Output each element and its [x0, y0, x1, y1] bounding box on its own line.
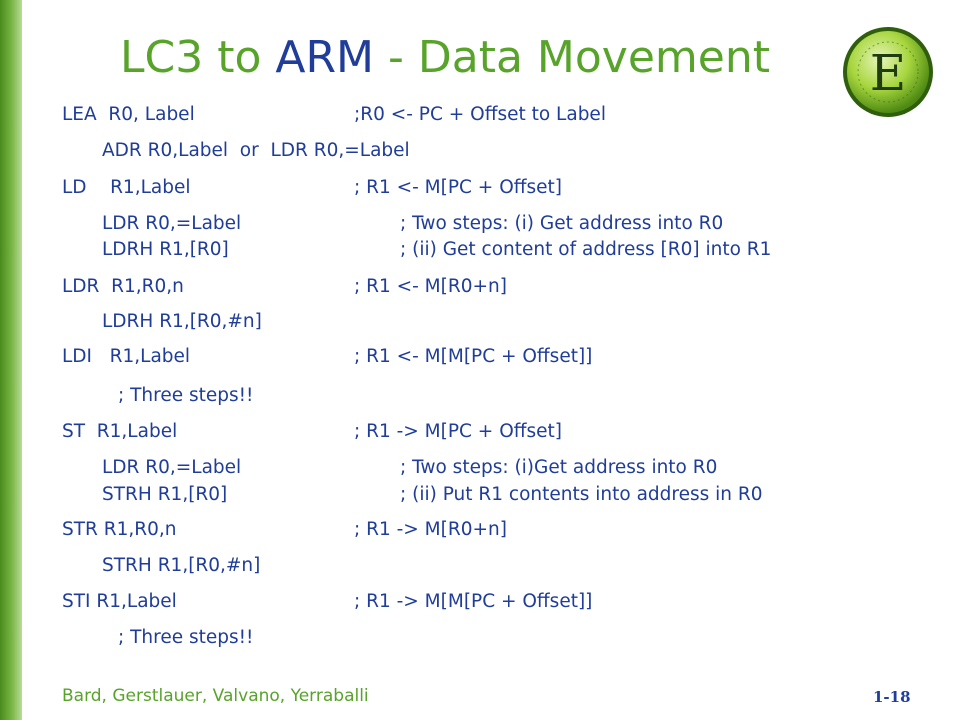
- code-line-st: ST R1,Label: [62, 421, 178, 442]
- comment-line-ldr-label-2: ; Two steps: (i)Get address into R0: [400, 457, 718, 478]
- note-three-steps-1: ; Three steps!!: [118, 385, 254, 406]
- texas-e-logo-icon: E: [843, 27, 933, 117]
- left-accent-bar: [0, 0, 22, 720]
- slide-title: LC3 to ARM - Data Movement: [120, 32, 770, 83]
- title-suffix: - Data Movement: [374, 32, 770, 83]
- comment-line-ldi: ; R1 <- M[M[PC + Offset]]: [354, 346, 593, 367]
- code-line-lea: LEA R0, Label: [62, 104, 195, 125]
- code-line-ldi: LDI R1,Label: [62, 346, 191, 367]
- comment-line-st: ; R1 -> M[PC + Offset]: [354, 421, 562, 442]
- code-line-ldrh-offset: LDRH R1,[R0,#n]: [102, 311, 262, 332]
- code-line-adr: ADR R0,Label or LDR R0,=Label: [102, 140, 410, 161]
- code-line-ldr-label-1: LDR R0,=Label: [102, 213, 242, 234]
- logo-letter: E: [870, 44, 907, 102]
- code-line-ldr-label-2: LDR R0,=Label: [102, 457, 242, 478]
- comment-line-lea: ;R0 <- PC + Offset to Label: [354, 104, 606, 125]
- comment-line-strh-r0: ; (ii) Put R1 contents into address in R…: [400, 484, 763, 505]
- footer-authors: Bard, Gerstlauer, Valvano, Yerraballi: [62, 686, 369, 706]
- comment-line-ldr-r0-n: ; R1 <- M[R0+n]: [354, 276, 507, 297]
- code-line-sti: STI R1,Label: [62, 591, 177, 612]
- code-line-str: STR R1,R0,n: [62, 519, 177, 540]
- comment-line-ld: ; R1 <- M[PC + Offset]: [354, 177, 562, 198]
- note-three-steps-2: ; Three steps!!: [118, 627, 254, 648]
- page-number: 1-18: [873, 688, 911, 706]
- comment-line-ldrh-r0: ; (ii) Get content of address [R0] into …: [400, 239, 772, 260]
- code-line-strh-r0: STRH R1,[R0]: [102, 484, 228, 505]
- code-line-ld: LD R1,Label: [62, 177, 191, 198]
- code-line-ldrh-r0: LDRH R1,[R0]: [102, 239, 229, 260]
- code-line-ldr-r0-n: LDR R1,R0,n: [62, 276, 184, 297]
- title-accent: ARM: [275, 32, 375, 83]
- comment-line-str: ; R1 -> M[R0+n]: [354, 519, 507, 540]
- comment-line-ldr-label-1: ; Two steps: (i) Get address into R0: [400, 213, 724, 234]
- title-prefix: LC3 to: [120, 32, 276, 83]
- comment-line-sti: ; R1 -> M[M[PC + Offset]]: [354, 591, 593, 612]
- code-line-strh-offset: STRH R1,[R0,#n]: [102, 555, 261, 576]
